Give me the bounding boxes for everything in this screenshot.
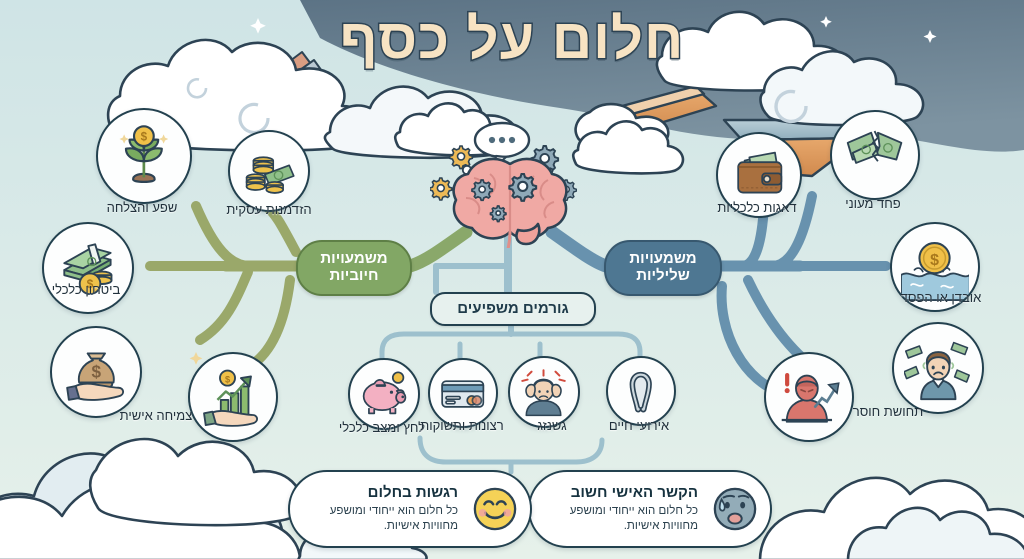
caption-loss: אובדן או הפסד (900, 290, 982, 305)
node-negative-label: משמעויות שליליות (629, 250, 697, 284)
icon-piggy-bank[interactable] (348, 358, 420, 430)
card-body: כל חלום הוא ייחודי ומושפע מחוויות אישיות… (329, 505, 458, 532)
smiley-face-icon (473, 487, 517, 531)
icon-torn-banknote[interactable] (830, 110, 920, 200)
caption-gambling: גשנזג (537, 418, 567, 433)
svg-text:$: $ (225, 375, 230, 385)
sad-face-icon (713, 487, 757, 531)
card-body: כל חלום הוא ייחודי ומושפע מחוויות אישיות… (569, 505, 698, 532)
svg-text:$: $ (141, 131, 148, 144)
card-title: הקשר האישי חשוב (570, 484, 698, 502)
svg-text:$: $ (91, 361, 101, 381)
trend-arrow-icon (814, 387, 838, 409)
icon-sinking-coin[interactable]: $ (890, 222, 980, 312)
svg-text:$: $ (931, 252, 940, 269)
icon-credit-card[interactable] (428, 358, 498, 428)
caption-fear-of-poverty: פחד מעוני (845, 196, 901, 211)
icon-money-bag-in-hand[interactable]: $ (50, 326, 142, 418)
icon-headache-person[interactable] (508, 356, 580, 428)
caption-financial-security: ביטחון כלכלי (51, 282, 121, 297)
clouds (0, 10, 1024, 559)
caption-desires: רצונות ותשוקות (420, 418, 504, 433)
gear-icon (508, 172, 538, 202)
card-title: רגשות בחלום (367, 484, 458, 502)
card-dream-emotions[interactable]: רגשות בחלום כל חלום הוא ייחודי ומושפע מח… (288, 470, 532, 548)
alert-icon (785, 373, 791, 394)
icon-wishbone[interactable] (606, 356, 676, 426)
caption-feeling-of-lack: תחושת חוסר (852, 404, 924, 419)
icon-coins-and-bill[interactable] (228, 130, 310, 212)
icon-wallet[interactable] (716, 132, 802, 218)
caption-business-opportunity: הזדמנות עסקית (226, 202, 312, 217)
pain-lines-icon (521, 369, 567, 383)
icon-cash-stack[interactable]: $ (42, 222, 134, 314)
node-positive-meanings[interactable]: משמעויות חיוביות (296, 240, 412, 296)
node-positive-label: משמעויות חיוביות (320, 250, 388, 284)
gear-icon (489, 205, 507, 223)
node-influencing-factors[interactable]: גורמים משפיעים (430, 292, 596, 326)
icon-worried-person-money[interactable] (892, 322, 984, 414)
icon-money-plant[interactable]: $ (96, 108, 192, 204)
brain-with-gears-icon (430, 118, 590, 248)
card-personal-context[interactable]: הקשר האישי חשוב כל חלום הוא ייחודי ומושפ… (528, 470, 772, 548)
gear-icon (448, 145, 474, 170)
node-factors-label: גורמים משפיעים (457, 299, 569, 317)
caption-abundance: שפע והצלחה (106, 200, 178, 215)
gear-icon (430, 177, 453, 201)
node-negative-meanings[interactable]: משמעויות שליליות (604, 240, 722, 296)
caption-financial-worries: דאגות כלכליות (717, 200, 797, 215)
caption-life-events: אירועי חיים (608, 418, 670, 433)
caption-financial-pressure: לחץ ומצב כלכלי (338, 420, 426, 435)
icon-stressed-figure-alert[interactable] (764, 352, 854, 442)
svg-text:$: $ (86, 277, 93, 291)
caption-personal-growth: צמיחה אישית (119, 408, 193, 423)
gear-icon (471, 179, 494, 202)
icon-growth-chart-in-hand[interactable]: $ (188, 352, 278, 442)
